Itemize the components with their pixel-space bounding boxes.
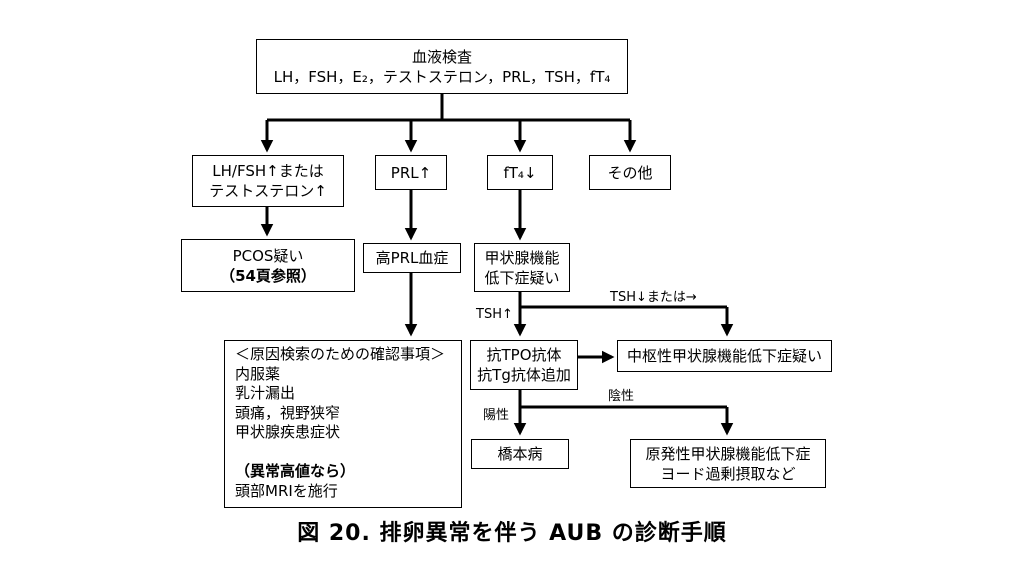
node-central-hypo-line1: 中枢性甲状腺機能低下症疑い	[626, 347, 822, 365]
node-antibody-line2: 抗Tg抗体追加	[477, 366, 571, 384]
cause-check-item-medication: 内服薬	[235, 364, 281, 383]
node-hypothyroid-line2: 低下症疑い	[484, 268, 560, 287]
node-hypothyroid-line1: 甲状腺機能	[484, 248, 560, 267]
node-blood-test-line2: LH，FSH，E₂，テストステロン，PRL，TSH，fT₄	[273, 67, 611, 86]
node-hashimoto-line1: 橋本病	[497, 445, 543, 463]
node-primary-hypo-line2: ヨード過剰摂取など	[660, 464, 796, 483]
node-lh-fsh: LH/FSH↑または テストステロン↑	[192, 155, 344, 207]
node-central-hypo: 中枢性甲状腺機能低下症疑い	[617, 340, 832, 372]
cause-check-spacer	[235, 443, 451, 463]
edge-label-tsh-up: TSH↑	[476, 307, 513, 322]
node-prl-up-line1: PRL↑	[390, 163, 432, 182]
cause-check-item-galactorrhea: 乳汁漏出	[235, 384, 296, 402]
node-antibody-line1: 抗TPO抗体	[486, 346, 562, 364]
edge-label-positive: 陽性	[483, 408, 510, 423]
node-pcos-line2: （54頁参照）	[220, 266, 316, 285]
cause-check-item-thyroid: 甲状腺疾患症状	[235, 423, 341, 441]
node-other: その他	[589, 155, 671, 190]
edge-label-tsh-down-or-flat: TSH↓または→	[610, 290, 697, 305]
node-blood-test-line1: 血液検査	[411, 47, 472, 66]
cause-check-item-headache: 頭痛，視野狭窄	[235, 403, 341, 422]
node-lh-fsh-line1: LH/FSH↑または	[212, 162, 324, 180]
node-primary-hypo-line1: 原発性甲状腺機能低下症	[645, 444, 811, 463]
cause-check-condition: （異常高値なら）	[235, 462, 356, 480]
node-prl-up: PRL↑	[375, 155, 447, 190]
figure-caption: 図 20. 排卵異常を伴う AUB の診断手順	[297, 521, 727, 546]
cause-check-mri: 頭部MRIを施行	[235, 481, 338, 500]
edge-label-negative: 陰性	[608, 389, 635, 404]
node-pcos: PCOS疑い （54頁参照）	[181, 239, 355, 292]
node-high-prl-line1: 高PRL血症	[375, 249, 449, 267]
node-primary-hypo: 原発性甲状腺機能低下症 ヨード過剰摂取など	[630, 439, 826, 488]
node-antibody: 抗TPO抗体 抗Tg抗体追加	[470, 340, 578, 390]
node-ft4-down: fT₄↓	[487, 155, 553, 190]
node-hypothyroid-suspect: 甲状腺機能 低下症疑い	[474, 243, 570, 292]
node-hashimoto: 橋本病	[471, 439, 569, 469]
node-high-prl: 高PRL血症	[363, 243, 461, 273]
node-lh-fsh-line2: テストステロン↑	[209, 182, 327, 200]
node-cause-check: ＜原因検索のための確認事項＞ 内服薬 乳汁漏出 頭痛，視野狭窄 甲状腺疾患症状 …	[224, 340, 462, 508]
node-pcos-line1: PCOS疑い	[232, 246, 304, 265]
node-ft4-down-line1: fT₄↓	[503, 163, 537, 182]
node-other-line1: その他	[607, 163, 653, 182]
node-blood-test: 血液検査 LH，FSH，E₂，テストステロン，PRL，TSH，fT₄	[256, 39, 628, 94]
cause-check-heading: ＜原因検索のための確認事項＞	[235, 345, 446, 363]
